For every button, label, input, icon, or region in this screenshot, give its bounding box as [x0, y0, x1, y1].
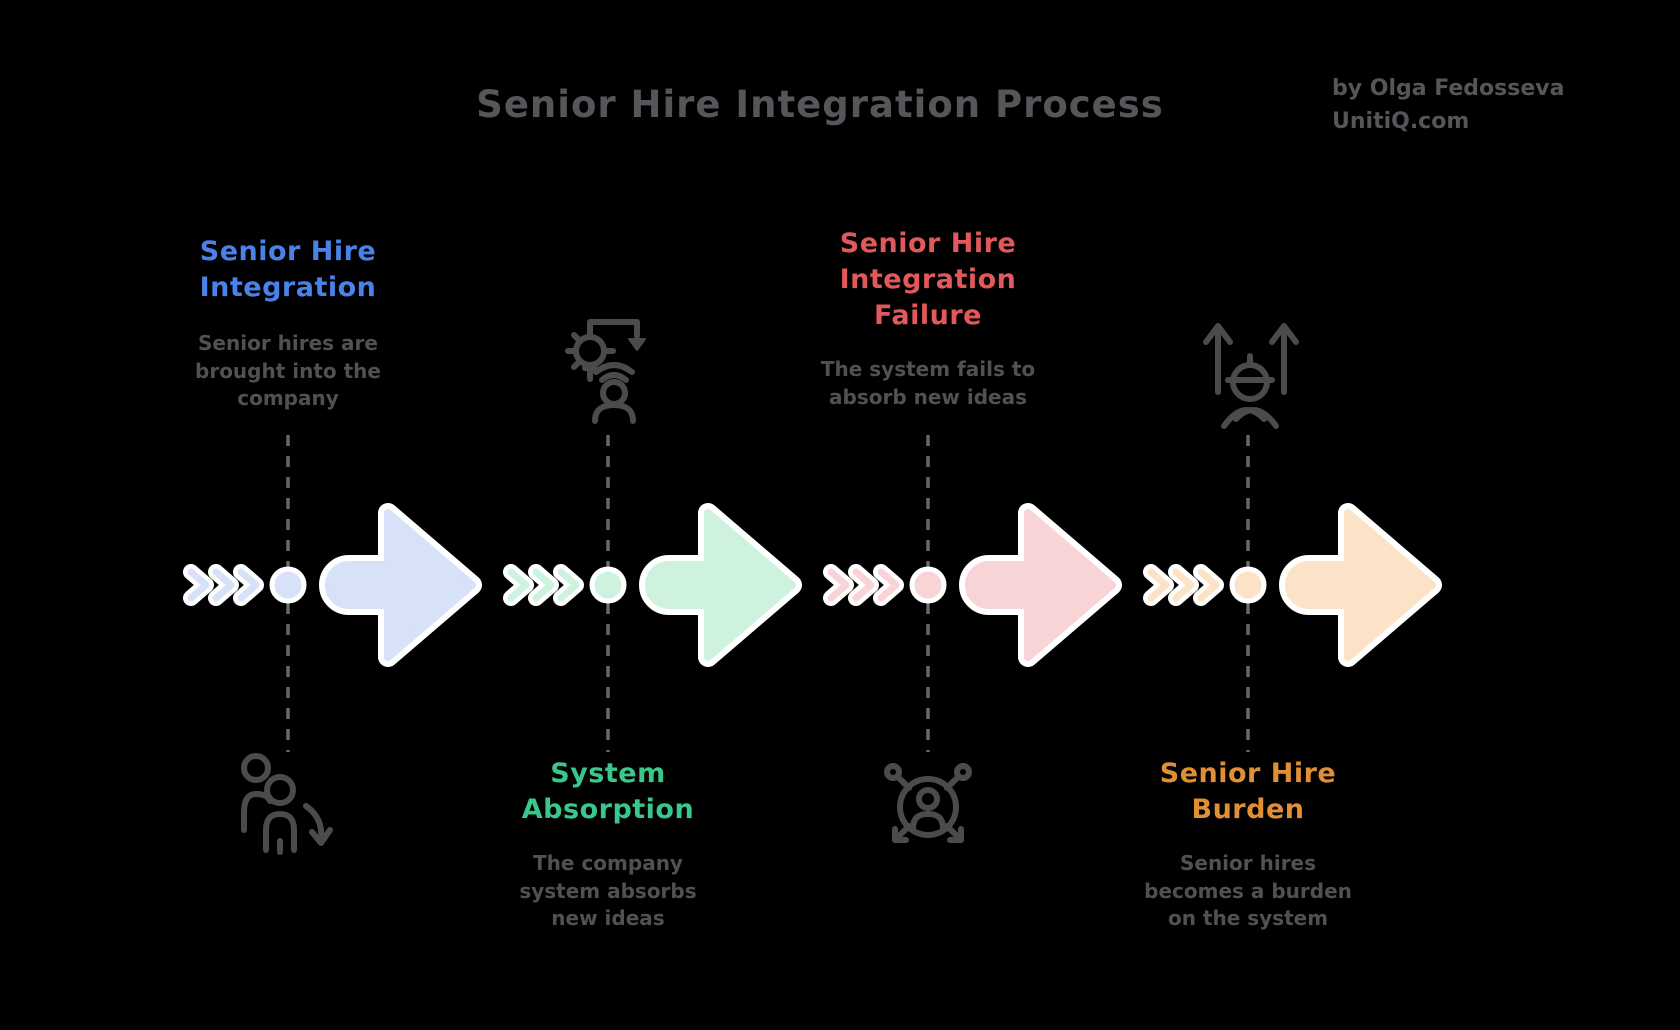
stage-2-arrow: [649, 513, 792, 657]
stage-2-timeline: [511, 435, 792, 752]
stage-2-chevron-2: [536, 572, 551, 598]
stage-2-dot: [589, 566, 627, 604]
stage-3-name: Senior Hire Integration Failure: [839, 228, 1017, 331]
stage-1-chevron-2: [216, 572, 231, 598]
stage-2-chevron-1: [511, 572, 526, 598]
stage-2-chevron-3: [561, 572, 576, 598]
stage-1-chevron-3: [241, 572, 256, 598]
page-title: Senior Hire Integration Process: [476, 83, 1164, 126]
stage-3-description: The system fails to absorb new ideas: [820, 357, 1036, 409]
stage-3-chevron-3: [881, 572, 896, 598]
stage-3-arrow: [969, 513, 1112, 657]
stage-1-timeline: [191, 435, 472, 752]
stage-3-timeline: [831, 435, 1112, 752]
stage-4-timeline: [1151, 435, 1432, 752]
system-rejection-icon: [884, 763, 972, 843]
stage-4-dot: [1229, 566, 1267, 604]
stage-4-chevron-3: [1201, 572, 1216, 598]
stage-2-description: The company system absorbs new ideas: [519, 851, 697, 931]
stage-4-chevron-2: [1176, 572, 1191, 598]
stage-3-dot: [909, 566, 947, 604]
stage-4-description: Senior hires becomes a burden on the sys…: [1144, 851, 1352, 931]
stage-1-name: Senior Hire Integration: [199, 236, 377, 303]
stage-4-name: Senior Hire Burden: [1159, 758, 1337, 825]
stage-4-arrow: [1289, 513, 1432, 657]
stage-1-dot: [269, 566, 307, 604]
stage-3-chevron-1: [831, 572, 846, 598]
new-hires-joining-icon: [241, 753, 333, 855]
stage-3-chevron-2: [856, 572, 871, 598]
byline: by Olga Fedosseva UnitiQ.com: [1332, 76, 1565, 134]
stage-1-description: Senior hires are brought into the compan…: [195, 331, 381, 411]
overloaded-worker-icon: [1203, 323, 1299, 429]
idea-absorption-icon: [565, 319, 646, 424]
stage-1-arrow: [329, 513, 472, 657]
stage-2-name: System Absorption: [521, 758, 695, 825]
stage-1-chevron-1: [191, 572, 206, 598]
stage-4-chevron-1: [1151, 572, 1166, 598]
